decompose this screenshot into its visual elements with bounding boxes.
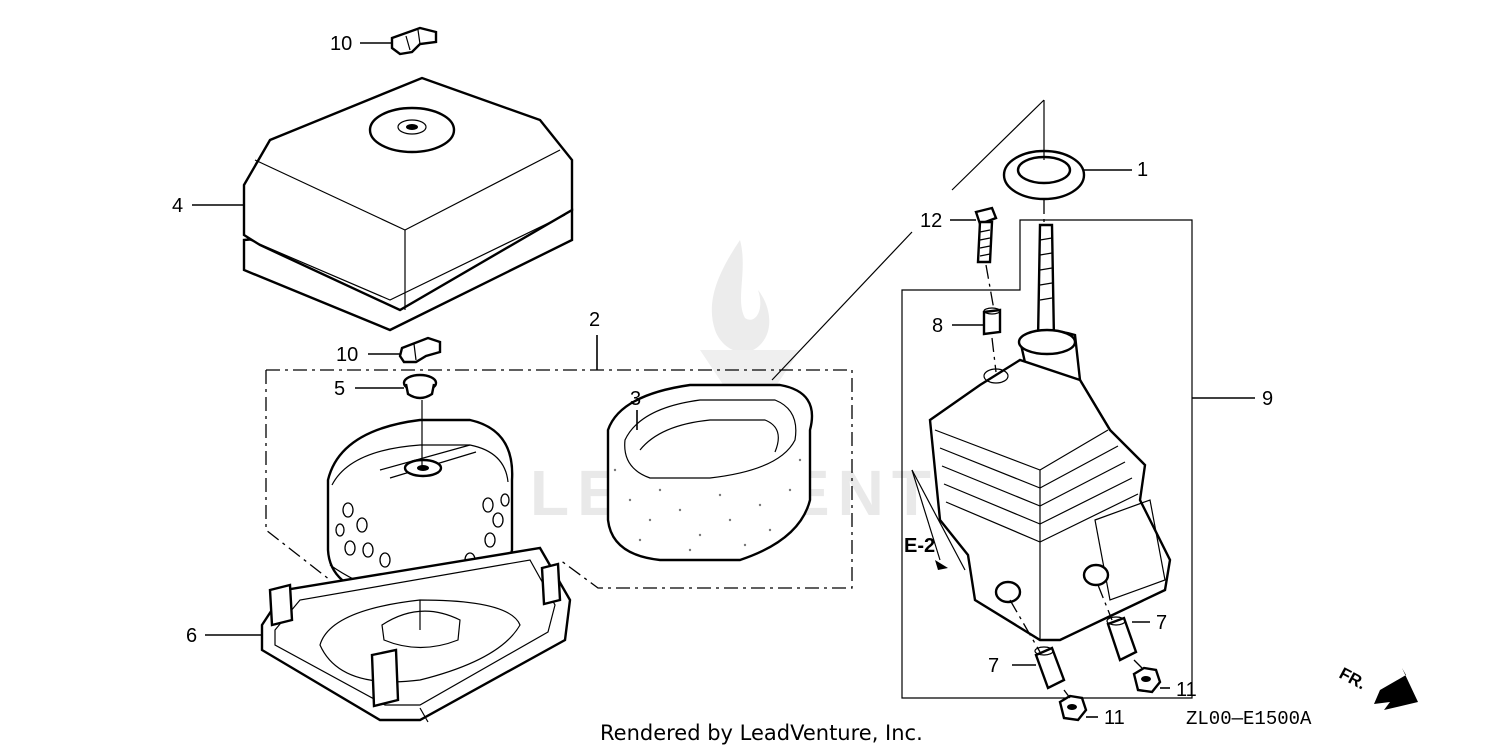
seal-ring[interactable]	[1002, 149, 1086, 201]
credit-text: Rendered by LeadVenture, Inc.	[600, 721, 923, 745]
part-label-2[interactable]: 2	[589, 309, 600, 331]
part-label-12[interactable]: 12	[920, 210, 942, 232]
nut-11-right[interactable]	[1132, 666, 1162, 694]
reference-arrow	[911, 469, 966, 571]
reference-label[interactable]: E-2	[904, 535, 935, 557]
collar-8[interactable]	[982, 307, 1002, 336]
part-label-7-left[interactable]: 7	[988, 655, 999, 677]
part-label-5[interactable]: 5	[334, 378, 345, 400]
nut-11-left[interactable]	[1058, 694, 1088, 722]
part-label-11-left[interactable]: 11	[1104, 707, 1125, 729]
grommet-5[interactable]	[402, 373, 438, 400]
air-cleaner-cover[interactable]	[242, 76, 574, 332]
part-label-8[interactable]: 8	[932, 315, 943, 337]
collar-7-right[interactable]	[1106, 616, 1138, 662]
clip-10-top[interactable]	[390, 26, 438, 56]
clip-10-lower[interactable]	[398, 336, 442, 364]
part-label-10-top[interactable]: 10	[330, 33, 352, 55]
part-label-7-right[interactable]: 7	[1156, 612, 1167, 634]
part-label-9[interactable]: 9	[1262, 388, 1273, 410]
foam-element[interactable]	[606, 383, 814, 562]
front-direction-label: FR.	[1336, 664, 1369, 694]
diagram-code: ZL00—E1500A	[1186, 708, 1312, 730]
air-cleaner-base[interactable]	[260, 546, 572, 722]
part-label-3[interactable]: 3	[630, 388, 641, 410]
collar-7-left[interactable]	[1034, 646, 1066, 690]
bolt-12[interactable]	[974, 206, 998, 264]
part-label-4[interactable]: 4	[172, 195, 183, 217]
front-direction-arrow-icon	[1374, 668, 1418, 710]
part-label-10-lower[interactable]: 10	[336, 344, 358, 366]
part-label-6[interactable]: 6	[186, 625, 197, 647]
part-label-11-right[interactable]: 11	[1176, 679, 1197, 701]
air-cleaner-case[interactable]	[928, 223, 1172, 642]
part-label-1[interactable]: 1	[1137, 159, 1148, 181]
